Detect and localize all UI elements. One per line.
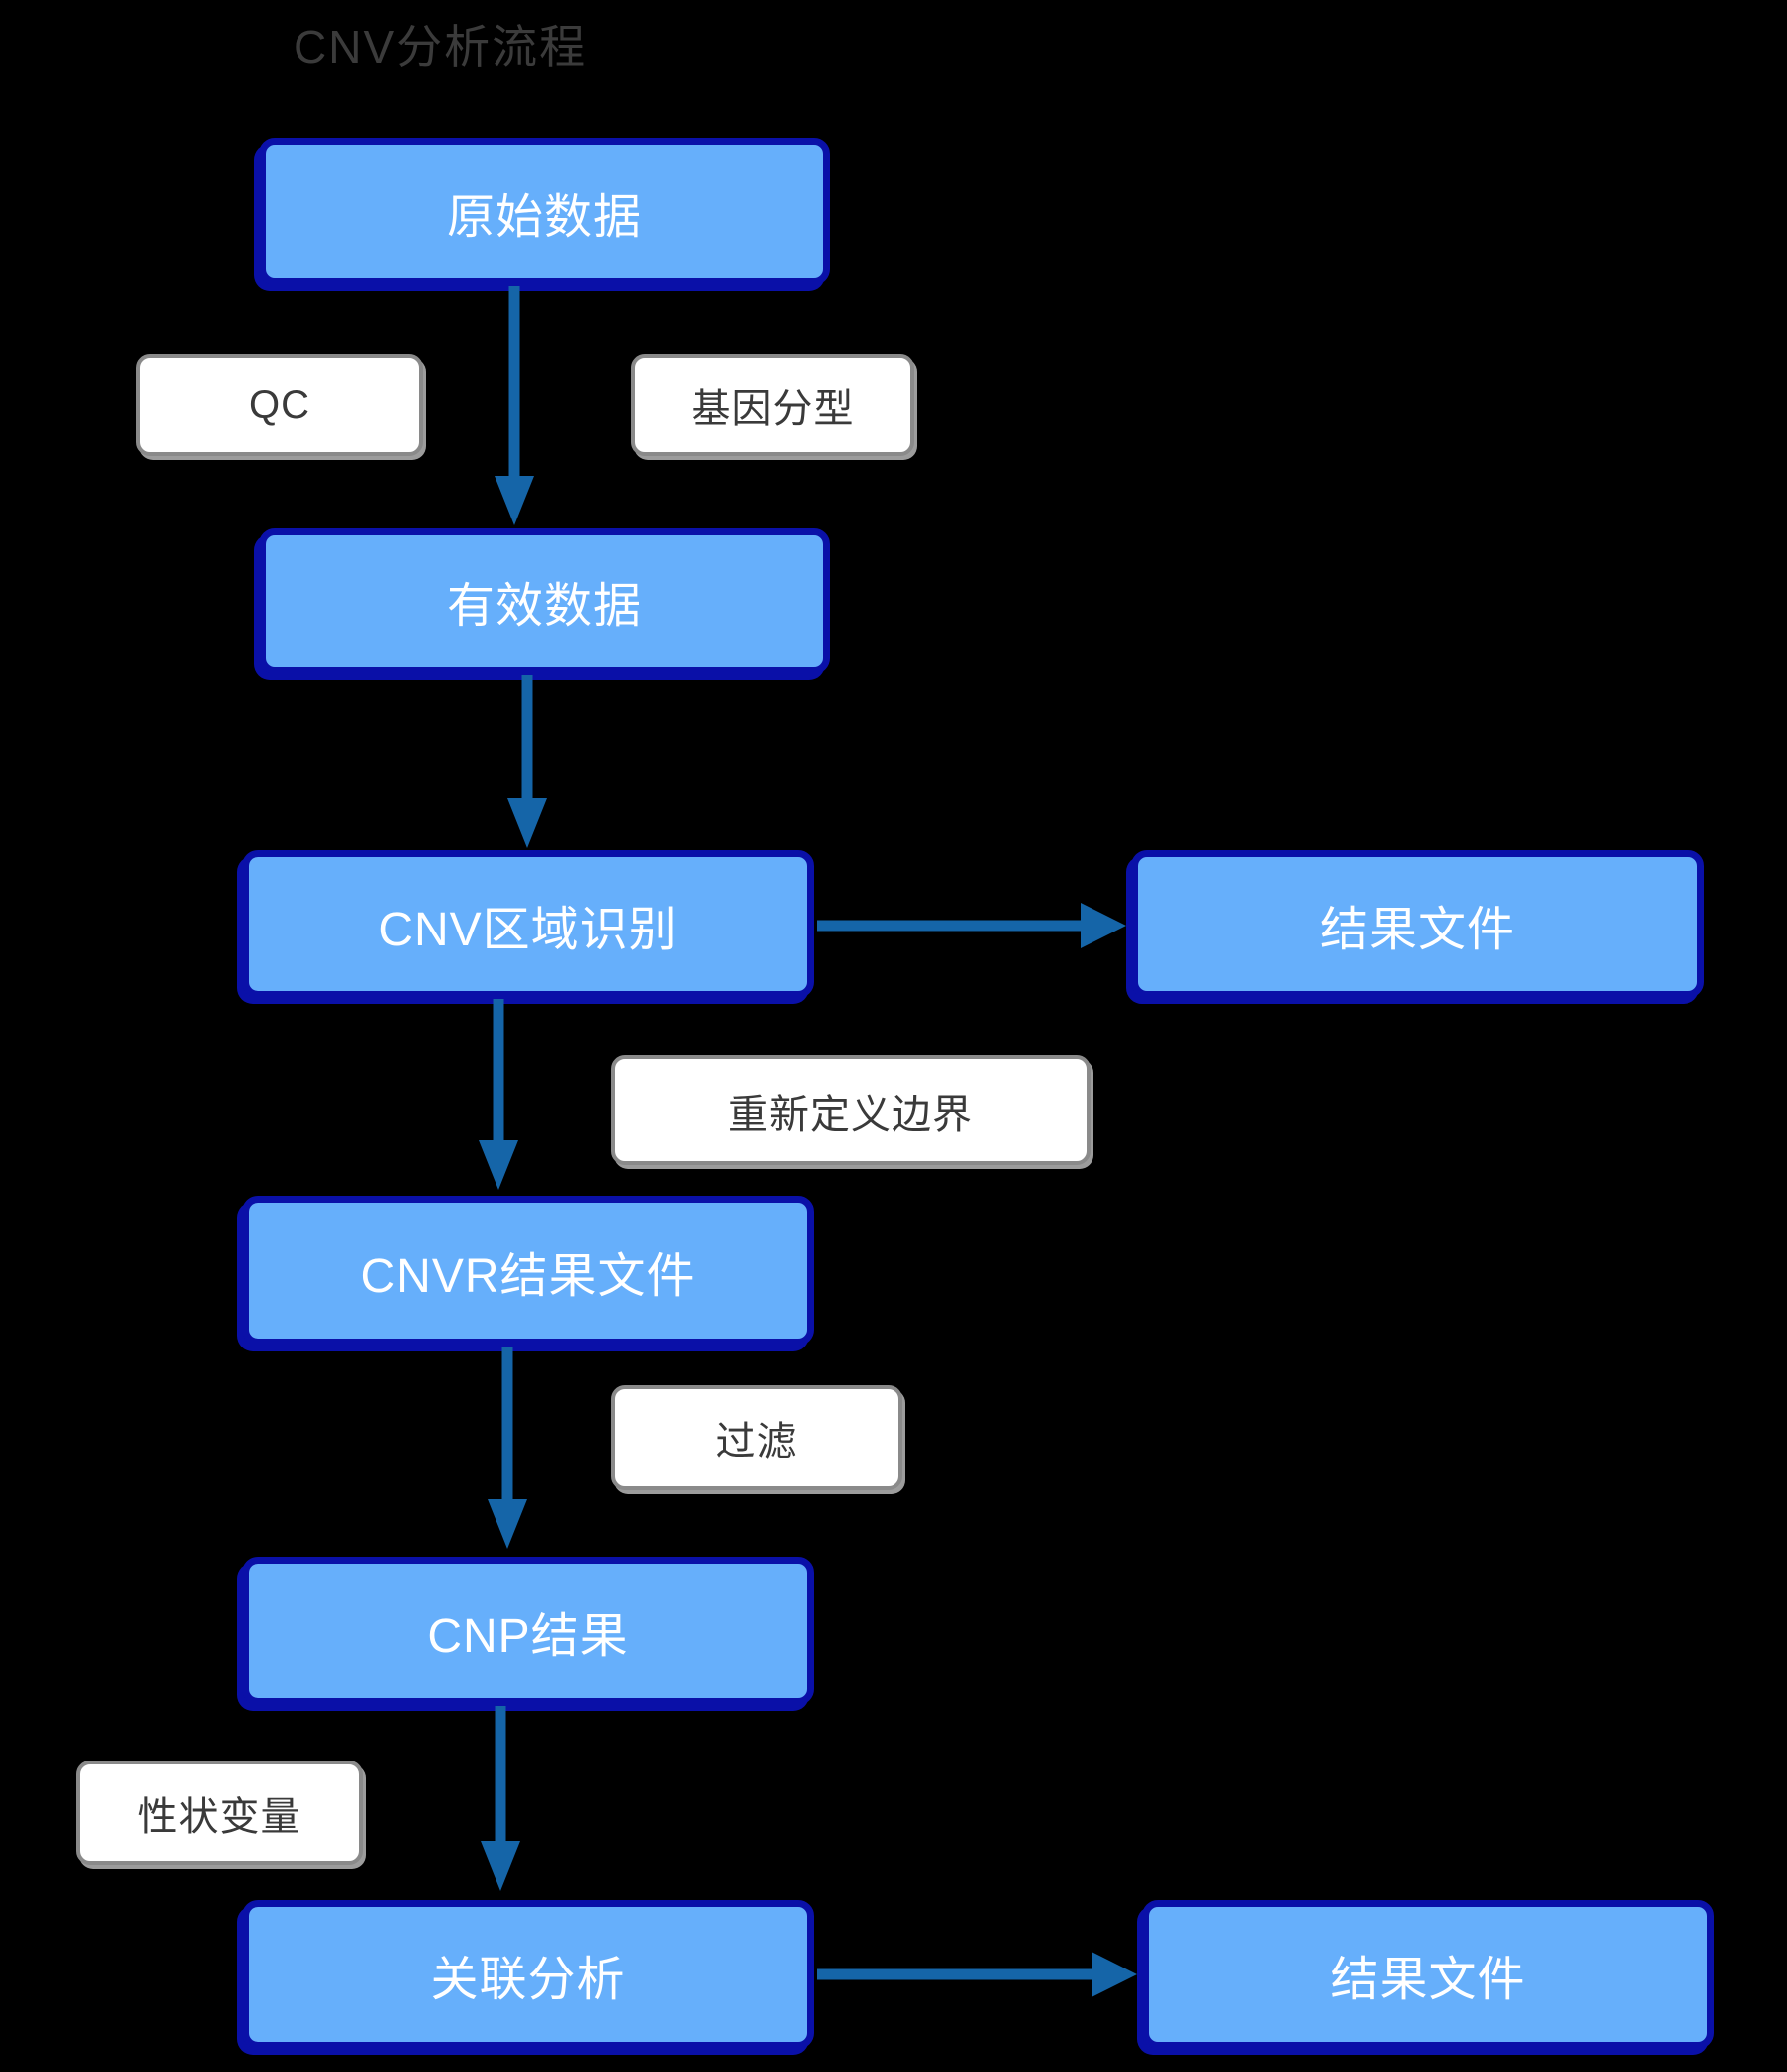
note-filter-label: 过滤 <box>715 1419 798 1464</box>
arrow-head-down-icon <box>481 1841 520 1891</box>
note-filter: 过滤 <box>611 1385 902 1490</box>
node-cnp-result-label: CNP结果 <box>427 1610 629 1663</box>
node-valid-data-label: 有效数据 <box>446 580 642 633</box>
arrow-head-down-icon <box>495 476 534 525</box>
arrow-valid-to-cnv-region <box>505 675 549 848</box>
arrow-shaft <box>495 1706 506 1847</box>
arrow-cnv-region-to-cnvr <box>477 999 520 1190</box>
arrow-head-down-icon <box>479 1140 518 1190</box>
node-valid-data: 有效数据 <box>259 528 830 674</box>
arrow-cnvr-to-cnp <box>486 1347 529 1549</box>
arrow-shaft <box>501 1347 513 1505</box>
node-cnvr-result: CNVR结果文件 <box>242 1196 814 1346</box>
node-cnv-region: CNV区域识别 <box>242 850 814 998</box>
node-result-file-2-label: 结果文件 <box>1330 1954 1526 2006</box>
node-raw-data-label: 原始数据 <box>446 190 642 244</box>
node-cnp-result: CNP结果 <box>242 1557 814 1705</box>
note-qc: QC <box>136 354 423 456</box>
note-genotyping: 基因分型 <box>631 354 914 456</box>
arrow-head-right-icon <box>1092 1952 1137 1997</box>
arrow-raw-to-valid <box>493 286 536 525</box>
node-result-file-1-label: 结果文件 <box>1319 903 1515 956</box>
note-redefine-boundary: 重新定义边界 <box>611 1055 1091 1165</box>
node-association-label: 关联分析 <box>430 1954 626 2006</box>
node-raw-data: 原始数据 <box>259 138 830 285</box>
arrow-shaft <box>508 286 520 482</box>
node-result-file-2: 结果文件 <box>1142 1900 1714 2049</box>
arrow-cnp-to-association <box>479 1706 522 1891</box>
arrow-head-right-icon <box>1081 903 1126 948</box>
node-result-file-1: 结果文件 <box>1131 850 1704 998</box>
arrow-shaft <box>817 1968 1095 1980</box>
node-cnvr-result-label: CNVR结果文件 <box>360 1250 695 1303</box>
note-redefine-boundary-label: 重新定义边界 <box>728 1092 973 1137</box>
arrow-head-down-icon <box>507 798 547 848</box>
arrow-shaft <box>493 999 504 1146</box>
diagram-title: CNV分析流程 <box>294 21 588 73</box>
node-association: 关联分析 <box>242 1900 814 2049</box>
note-trait-variable-label: 性状变量 <box>137 1794 301 1839</box>
arrow-head-down-icon <box>488 1499 527 1549</box>
arrow-association-to-result-file-2 <box>817 1951 1137 1998</box>
note-genotyping-label: 基因分型 <box>691 387 855 431</box>
arrow-shaft <box>521 675 533 804</box>
note-qc-label: QC <box>249 382 310 427</box>
node-cnv-region-label: CNV区域识别 <box>378 903 678 956</box>
arrow-cnv-region-to-result-file-1 <box>817 902 1126 949</box>
note-trait-variable: 性状变量 <box>76 1761 363 1865</box>
arrow-shaft <box>817 920 1085 932</box>
